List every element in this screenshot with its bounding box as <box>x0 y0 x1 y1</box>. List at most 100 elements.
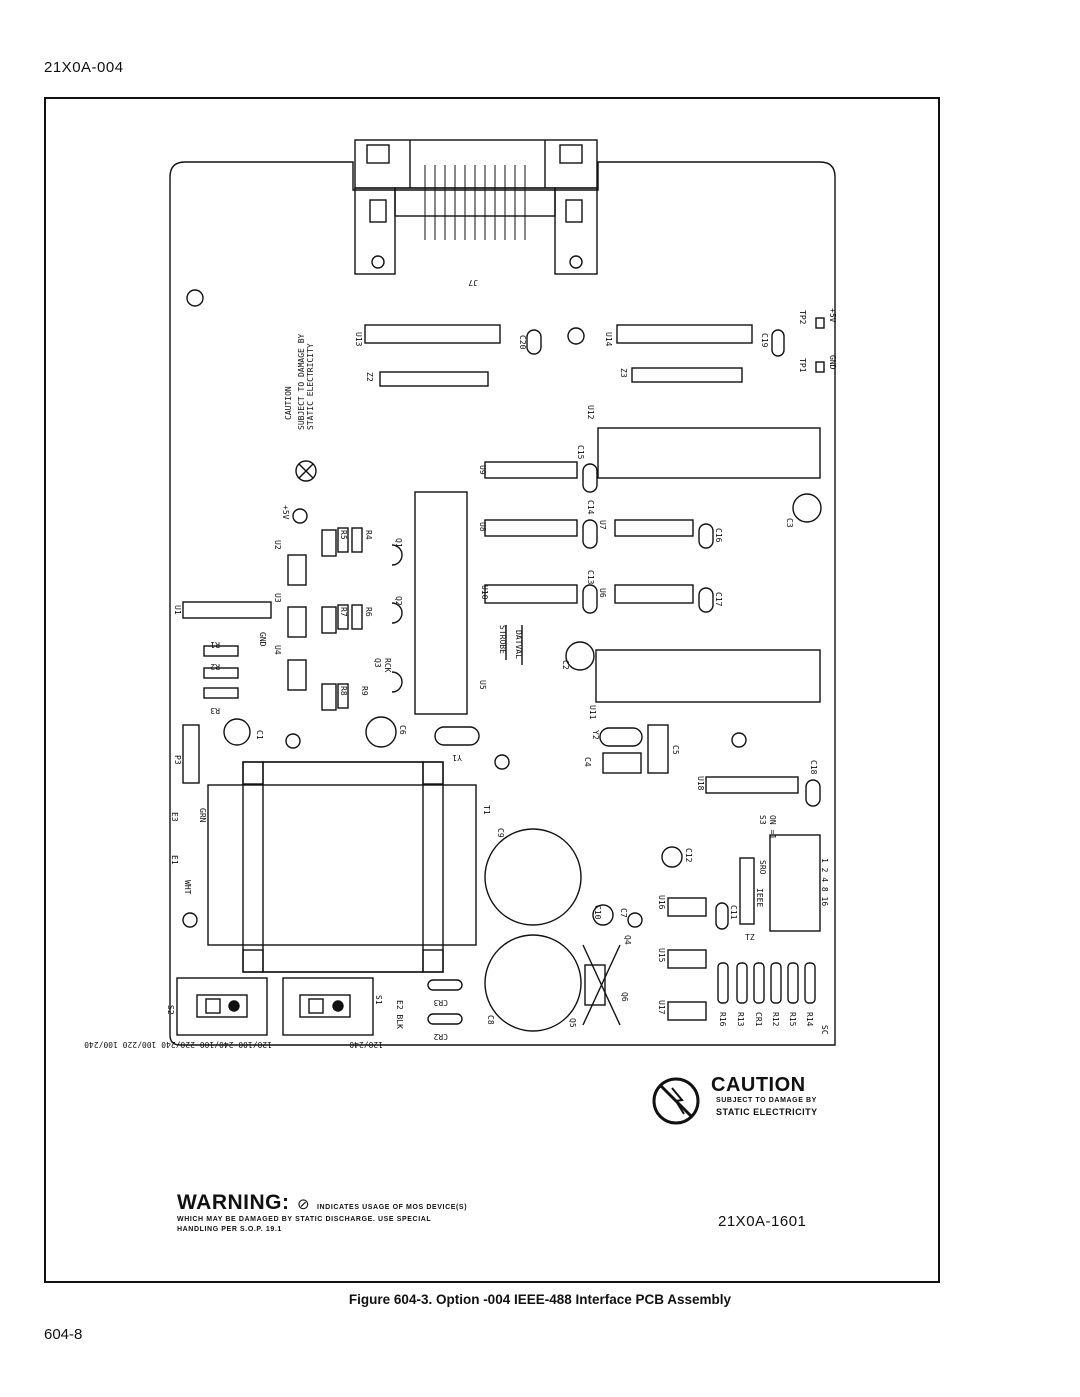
sro-label: SRO <box>758 860 767 875</box>
u14-chip <box>616 324 753 344</box>
u13-label: U13 <box>354 332 363 347</box>
cr2-label: CR2 <box>433 1032 448 1041</box>
u4-chip <box>287 659 307 691</box>
u7-label: U7 <box>598 520 607 530</box>
board-caution-icon <box>295 460 317 482</box>
c6-label: C6 <box>398 725 407 735</box>
c5-label: C5 <box>671 745 680 755</box>
strobe-label: STROBE <box>498 625 507 654</box>
u6-chip <box>614 584 694 604</box>
tp1-label: TP1 <box>798 358 807 373</box>
caution-icon <box>652 1077 700 1125</box>
pin5v-label: +5V <box>281 505 290 520</box>
y1-crystal <box>434 726 480 746</box>
r5r4-block <box>321 529 337 557</box>
r1-resistor <box>203 645 239 657</box>
r16-label: R16 <box>718 1012 727 1027</box>
c19-cap <box>771 329 785 357</box>
s2-switch <box>176 977 268 1036</box>
c15-cap <box>582 463 598 493</box>
r7-label: R7 <box>339 607 348 617</box>
c15-label: C15 <box>576 445 585 460</box>
u18-label: U18 <box>696 776 705 791</box>
u2-chip <box>287 554 307 586</box>
gnd2-label: GND <box>258 632 267 647</box>
q5-label: Q5 <box>568 1018 577 1028</box>
p3-connector <box>182 724 200 784</box>
drawing-number: 21X0A-1601 <box>718 1213 807 1230</box>
q3-label: Q3 <box>373 658 382 668</box>
cr1-label: CR1 <box>754 1012 763 1027</box>
sc-label: SC <box>820 1025 829 1035</box>
c10-label: C10 <box>593 905 602 920</box>
cr3-label: CR3 <box>433 998 448 1007</box>
c8-label: C8 <box>486 1015 495 1025</box>
c2-cap <box>565 641 595 671</box>
q6-label: Q6 <box>620 992 629 1002</box>
warning-line1: INDICATES USAGE OF MOS DEVICE(S) <box>316 1204 468 1211</box>
r14-label: R14 <box>805 1012 814 1027</box>
r6-resistor <box>351 604 363 630</box>
r9-label: R9 <box>360 686 369 696</box>
s1-switch <box>282 977 374 1036</box>
mos-symbol-icon: ⊘ <box>296 1196 310 1213</box>
datval-label: DATVAL <box>514 630 523 659</box>
t1-transformer <box>207 761 477 973</box>
q1-label: Q1 <box>394 538 403 548</box>
s3-label: S3 <box>758 815 767 825</box>
c14-label: C14 <box>586 500 595 515</box>
u3-label: U3 <box>273 593 282 603</box>
switch-voltage-right: 120/240 <box>349 1040 383 1049</box>
c17-cap <box>698 587 714 613</box>
sro-block <box>739 857 755 925</box>
r2-resistor <box>203 667 239 679</box>
u16-chip <box>667 897 707 917</box>
u7-chip <box>614 519 694 537</box>
u10-label: U10 <box>480 585 489 600</box>
u11-chip <box>595 649 821 703</box>
r7-resistor <box>337 604 349 630</box>
r6-label: R6 <box>364 607 373 617</box>
u11-label: U11 <box>588 705 597 720</box>
u5-chip <box>414 491 468 715</box>
u14-label: U14 <box>604 332 613 347</box>
c13-label: C13 <box>586 570 595 585</box>
u9-label: U9 <box>478 465 487 475</box>
cr3-diode <box>427 979 463 991</box>
board-caution-line2: STATIC ELECTRICITY <box>306 343 315 430</box>
q3-transistor <box>391 671 403 693</box>
c12-label: C12 <box>684 848 693 863</box>
z2-chip <box>379 371 489 387</box>
header-code: 21X0A-004 <box>44 59 124 76</box>
c4-label: C4 <box>583 757 592 767</box>
c9-cap <box>484 828 582 926</box>
s3-switch <box>769 834 821 932</box>
y2-label: Y2 <box>591 730 600 740</box>
dip-values-label: 1 2 4 8 16 <box>820 858 829 906</box>
ieee-label: IEEE <box>755 888 764 907</box>
e1-label: E1 <box>170 855 179 865</box>
r2-label: R2 <box>210 662 220 671</box>
mount-hole-bottom-left <box>182 912 198 928</box>
z3-chip <box>631 367 743 383</box>
mount-hole-top-left <box>186 289 204 307</box>
s2-label: S2 <box>166 1005 175 1015</box>
c9-label: C9 <box>496 828 505 838</box>
r4-label: R4 <box>364 530 373 540</box>
c18-cap <box>805 779 821 807</box>
warning-title: WARNING: <box>177 1191 290 1214</box>
mount-hole-top-center <box>567 327 585 345</box>
u12-chip <box>597 427 821 479</box>
q2-label: Q2 <box>394 596 403 606</box>
page-number: 604-8 <box>44 1326 83 1343</box>
u1-chip <box>182 601 272 619</box>
test-point-mid <box>494 754 510 770</box>
r3-resistor <box>203 687 239 699</box>
caution-title: CAUTION <box>711 1074 806 1096</box>
c5-cap <box>647 724 669 774</box>
u12-label: U12 <box>586 405 595 420</box>
c19-label: C19 <box>760 333 769 348</box>
tz-label: TZ <box>745 933 755 942</box>
caution-line1: SUBJECT TO DAMAGE BY <box>716 1097 817 1104</box>
